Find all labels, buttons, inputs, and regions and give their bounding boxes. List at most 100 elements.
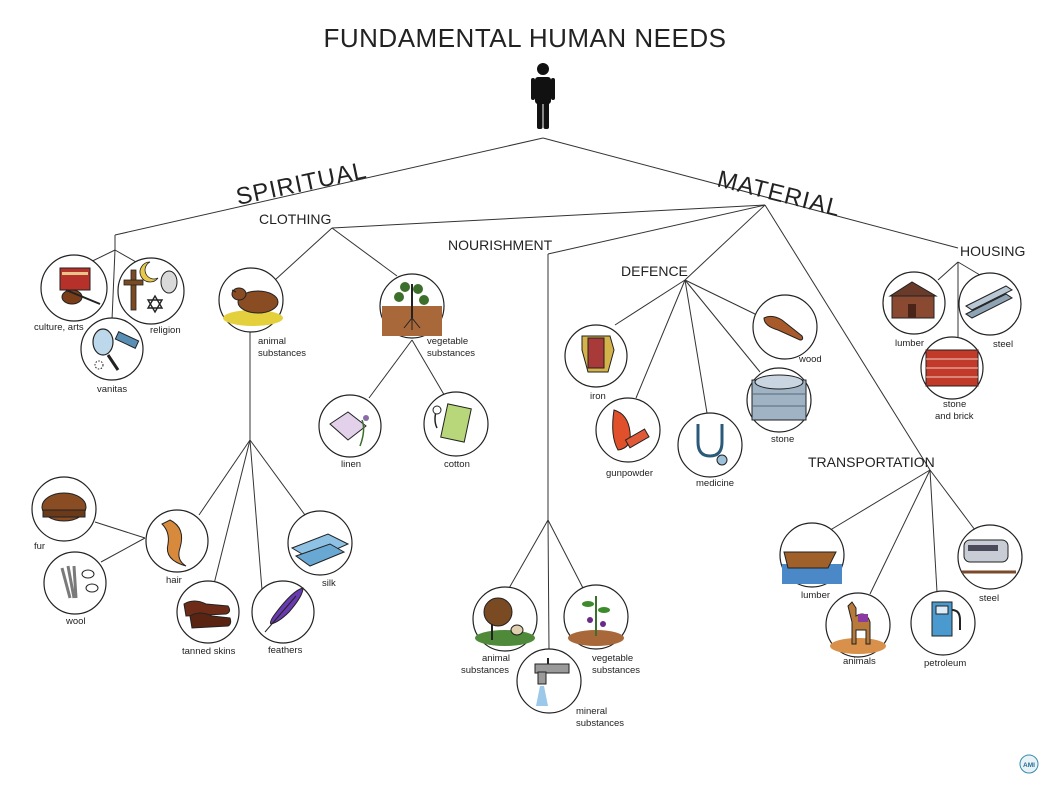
category-transportation: TRANSPORTATION	[808, 454, 935, 470]
node-food-animal-substances: animal substances	[461, 586, 538, 676]
node-stone-and-brick: stone and brick	[920, 336, 984, 422]
node-medicine: medicine	[677, 412, 743, 489]
boat-icon	[782, 551, 842, 584]
node-vanitas: vanitas	[80, 317, 144, 395]
label-religion: religion	[150, 325, 181, 336]
label-lumber-housing: lumber	[895, 338, 924, 349]
node-tanned-skins: tanned skins	[176, 580, 240, 657]
label-iron: iron	[590, 391, 606, 402]
ami-logo: AMI	[1019, 754, 1039, 774]
node-lumber-housing: lumber	[882, 271, 946, 349]
stone-tower-icon	[751, 374, 807, 421]
fire-cartridge-icon	[612, 409, 650, 451]
label-mineral-1: mineral	[576, 706, 607, 717]
label-linen: linen	[341, 459, 361, 470]
node-linen: linen	[318, 394, 382, 470]
silk-roll-icon	[290, 533, 350, 567]
wool-sheep-icon	[60, 565, 99, 599]
node-cotton: cotton	[423, 391, 489, 470]
node-lumber-transport: lumber	[779, 522, 845, 601]
node-steel-transport: steel	[957, 524, 1023, 604]
node-clothing-animal-substances: animal substances	[218, 267, 306, 359]
label-culture-arts: culture, arts	[34, 322, 84, 333]
node-religion: religion	[117, 257, 185, 336]
logo-text: AMI	[1023, 762, 1035, 769]
label-feathers: feathers	[268, 645, 303, 656]
label-food-vegetable-1: vegetable	[592, 653, 633, 664]
label-mineral-2: substances	[576, 718, 624, 729]
armor-icon	[581, 335, 615, 373]
label-lumber-transport: lumber	[801, 590, 830, 601]
label-animals: animals	[843, 656, 876, 667]
leather-shoe-icon	[183, 600, 232, 629]
label-food-animal-2: substances	[461, 665, 509, 676]
label-vanitas: vanitas	[97, 384, 127, 395]
label-food-animal-1: animal	[482, 653, 510, 664]
plant-roots-icon	[382, 282, 442, 336]
category-clothing: CLOTHING	[259, 211, 331, 227]
steel-beam-icon	[965, 285, 1013, 319]
log-cabin-icon	[888, 281, 938, 319]
node-steel-housing: steel	[958, 272, 1022, 350]
linen-cloth-icon	[329, 411, 369, 447]
label-hair: hair	[166, 575, 182, 586]
label-food-vegetable-2: substances	[592, 665, 640, 676]
label-stone-and-brick-1: stone	[943, 399, 966, 410]
label-stone-and-brick-2: and brick	[935, 411, 974, 422]
fur-hat-icon	[41, 492, 87, 522]
cross-moon-star-icon	[123, 261, 178, 314]
stethoscope-icon	[696, 424, 728, 466]
label-stone-defence: stone	[771, 434, 794, 445]
node-culture-arts: culture, arts	[34, 254, 108, 333]
node-mineral-substances: mineral substances	[516, 648, 624, 729]
label-silk: silk	[322, 578, 336, 589]
label-clothing-animal-1: animal	[258, 336, 286, 347]
category-housing: HOUSING	[960, 243, 1025, 259]
node-feathers: feathers	[251, 580, 315, 656]
node-animals: animals	[825, 592, 891, 667]
label-clothing-animal-2: substances	[258, 348, 306, 359]
node-wood: wood	[752, 294, 822, 365]
node-petroleum: petroleum	[910, 590, 976, 669]
mirror-brush-icon	[92, 328, 140, 371]
train-icon	[962, 539, 1016, 574]
cotton-plant-icon	[432, 403, 472, 443]
label-steel-housing: steel	[993, 339, 1013, 350]
hair-lock-icon	[161, 519, 187, 567]
cow-lying-icon	[223, 287, 283, 326]
cow-grazing-icon	[475, 597, 535, 646]
label-petroleum: petroleum	[924, 658, 966, 669]
node-silk: silk	[287, 510, 353, 589]
label-clothing-vegetable-2: substances	[427, 348, 475, 359]
label-medicine: medicine	[696, 478, 734, 489]
vegetable-plant-icon	[568, 596, 624, 646]
node-food-vegetable-substances: vegetable substances	[563, 584, 640, 676]
label-wood: wood	[798, 354, 822, 365]
branch-spiritual: SPIRITUAL	[234, 157, 370, 211]
camel-icon	[830, 601, 886, 654]
label-fur: fur	[34, 541, 45, 552]
tree-edges	[73, 137, 986, 651]
node-fur: fur	[31, 476, 97, 552]
node-iron: iron	[564, 324, 628, 402]
node-gunpowder: gunpowder	[595, 397, 661, 479]
label-steel-transport: steel	[979, 593, 999, 604]
node-hair: hair	[145, 509, 209, 586]
label-cotton: cotton	[444, 459, 470, 470]
category-nourishment: NOURISHMENT	[448, 237, 553, 253]
category-defence: DEFENCE	[621, 263, 688, 279]
feather-icon	[264, 587, 304, 633]
brick-wall-icon	[925, 349, 979, 387]
node-clothing-vegetable-substances: vegetable substances	[379, 273, 475, 359]
label-gunpowder: gunpowder	[606, 468, 653, 479]
fuel-pump-icon	[931, 601, 961, 637]
water-tap-icon	[534, 658, 570, 706]
label-wool: wool	[65, 616, 86, 627]
label-tanned-skins: tanned skins	[182, 646, 236, 657]
node-stone-defence: stone	[746, 367, 812, 445]
label-clothing-vegetable-1: vegetable	[427, 336, 468, 347]
book-violin-icon	[59, 267, 101, 305]
page-title: FUNDAMENTAL HUMAN NEEDS	[324, 23, 727, 53]
node-wool: wool	[43, 551, 107, 627]
